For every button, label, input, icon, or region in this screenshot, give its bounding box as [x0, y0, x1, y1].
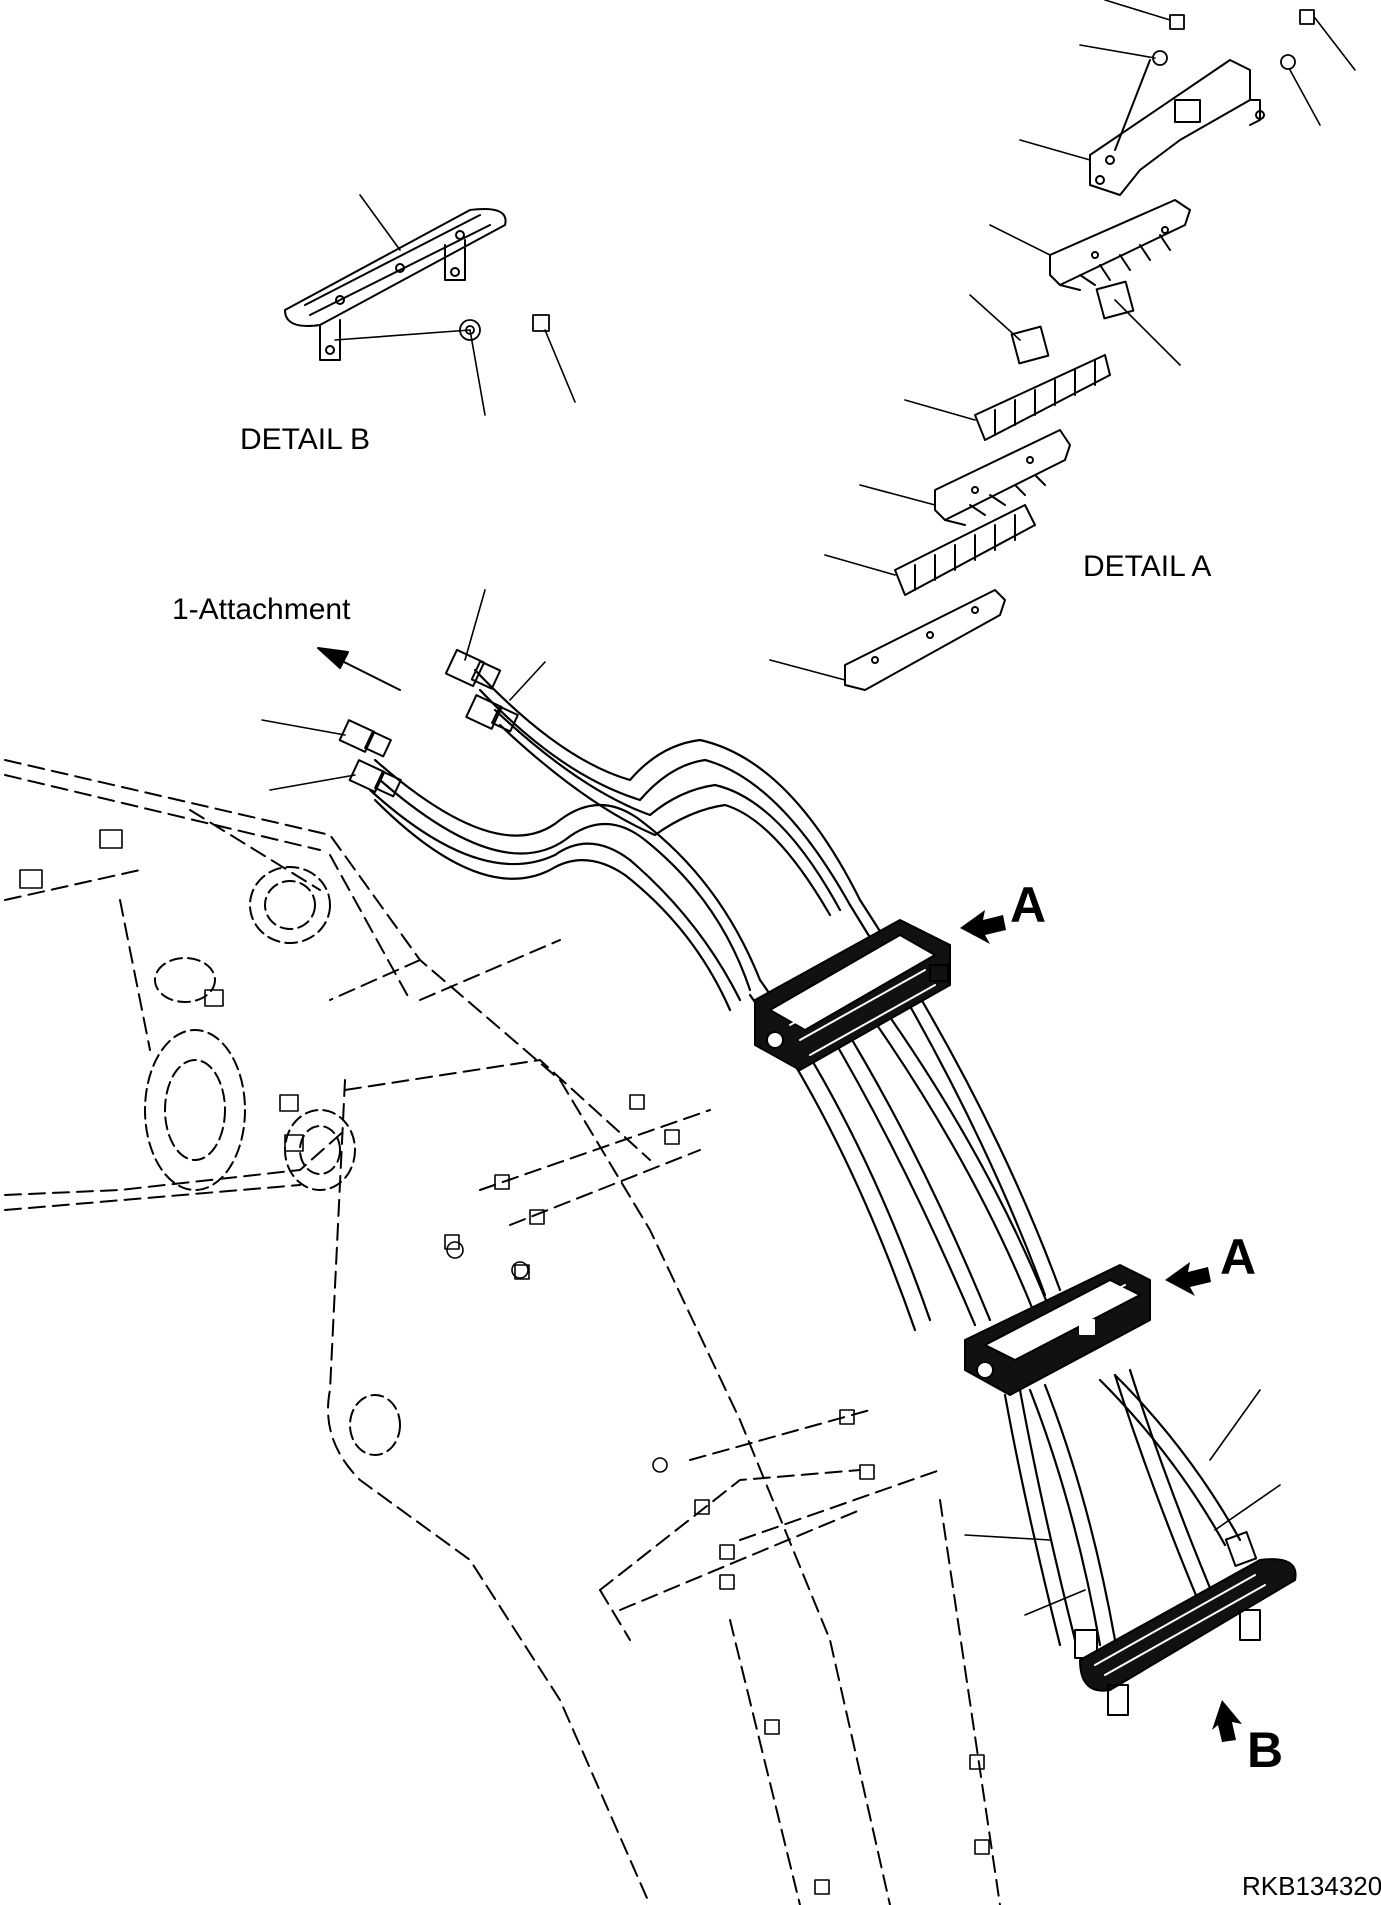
drawing-code: RKB134320: [1242, 1871, 1381, 1901]
boom-bolts: [19, 829, 990, 1895]
bracket-b-installed: [1079, 1558, 1297, 1716]
detail-b-washer-bolt: [459, 314, 550, 341]
detail-a-bracket: [1089, 59, 1265, 196]
hose-fittings: [338, 648, 1258, 1659]
hydraulic-hoses: [368, 668, 1242, 1647]
boom-pins: [144, 866, 401, 1456]
arrow-a-upper: [960, 910, 1006, 944]
detail-a-clamp-plate-top: [1049, 199, 1191, 291]
marker-a-upper: A: [1010, 877, 1047, 933]
marker-a-lower: A: [1220, 1229, 1257, 1285]
arrow-a-lower: [1165, 1262, 1211, 1296]
arrow-b: [1212, 1700, 1242, 1742]
detail-a-spacers: [1010, 280, 1135, 365]
clamp-lower: [964, 1264, 1151, 1396]
attachment-label: 1-Attachment: [172, 593, 351, 626]
view-arrows: [960, 910, 1242, 1742]
detail-b-label: DETAIL B: [240, 423, 371, 456]
detail-a-label: DETAIL A: [1083, 550, 1212, 583]
clamp-upper: [754, 919, 951, 1071]
boom-phantom-outline: [4, 759, 1001, 1905]
detail-a-grommet-upper: [974, 354, 1111, 441]
detail-a-base-plate: [844, 589, 1006, 691]
attachment-arrow: [317, 647, 401, 691]
leader-lines: [261, 0, 1356, 1616]
detail-a-bolts: [1152, 9, 1315, 70]
detail-a-grommet-lower: [894, 504, 1036, 596]
detail-a-clamp-plate-mid: [934, 429, 1071, 526]
marker-b: B: [1247, 1722, 1284, 1778]
detail-b-bracket: [284, 208, 507, 361]
